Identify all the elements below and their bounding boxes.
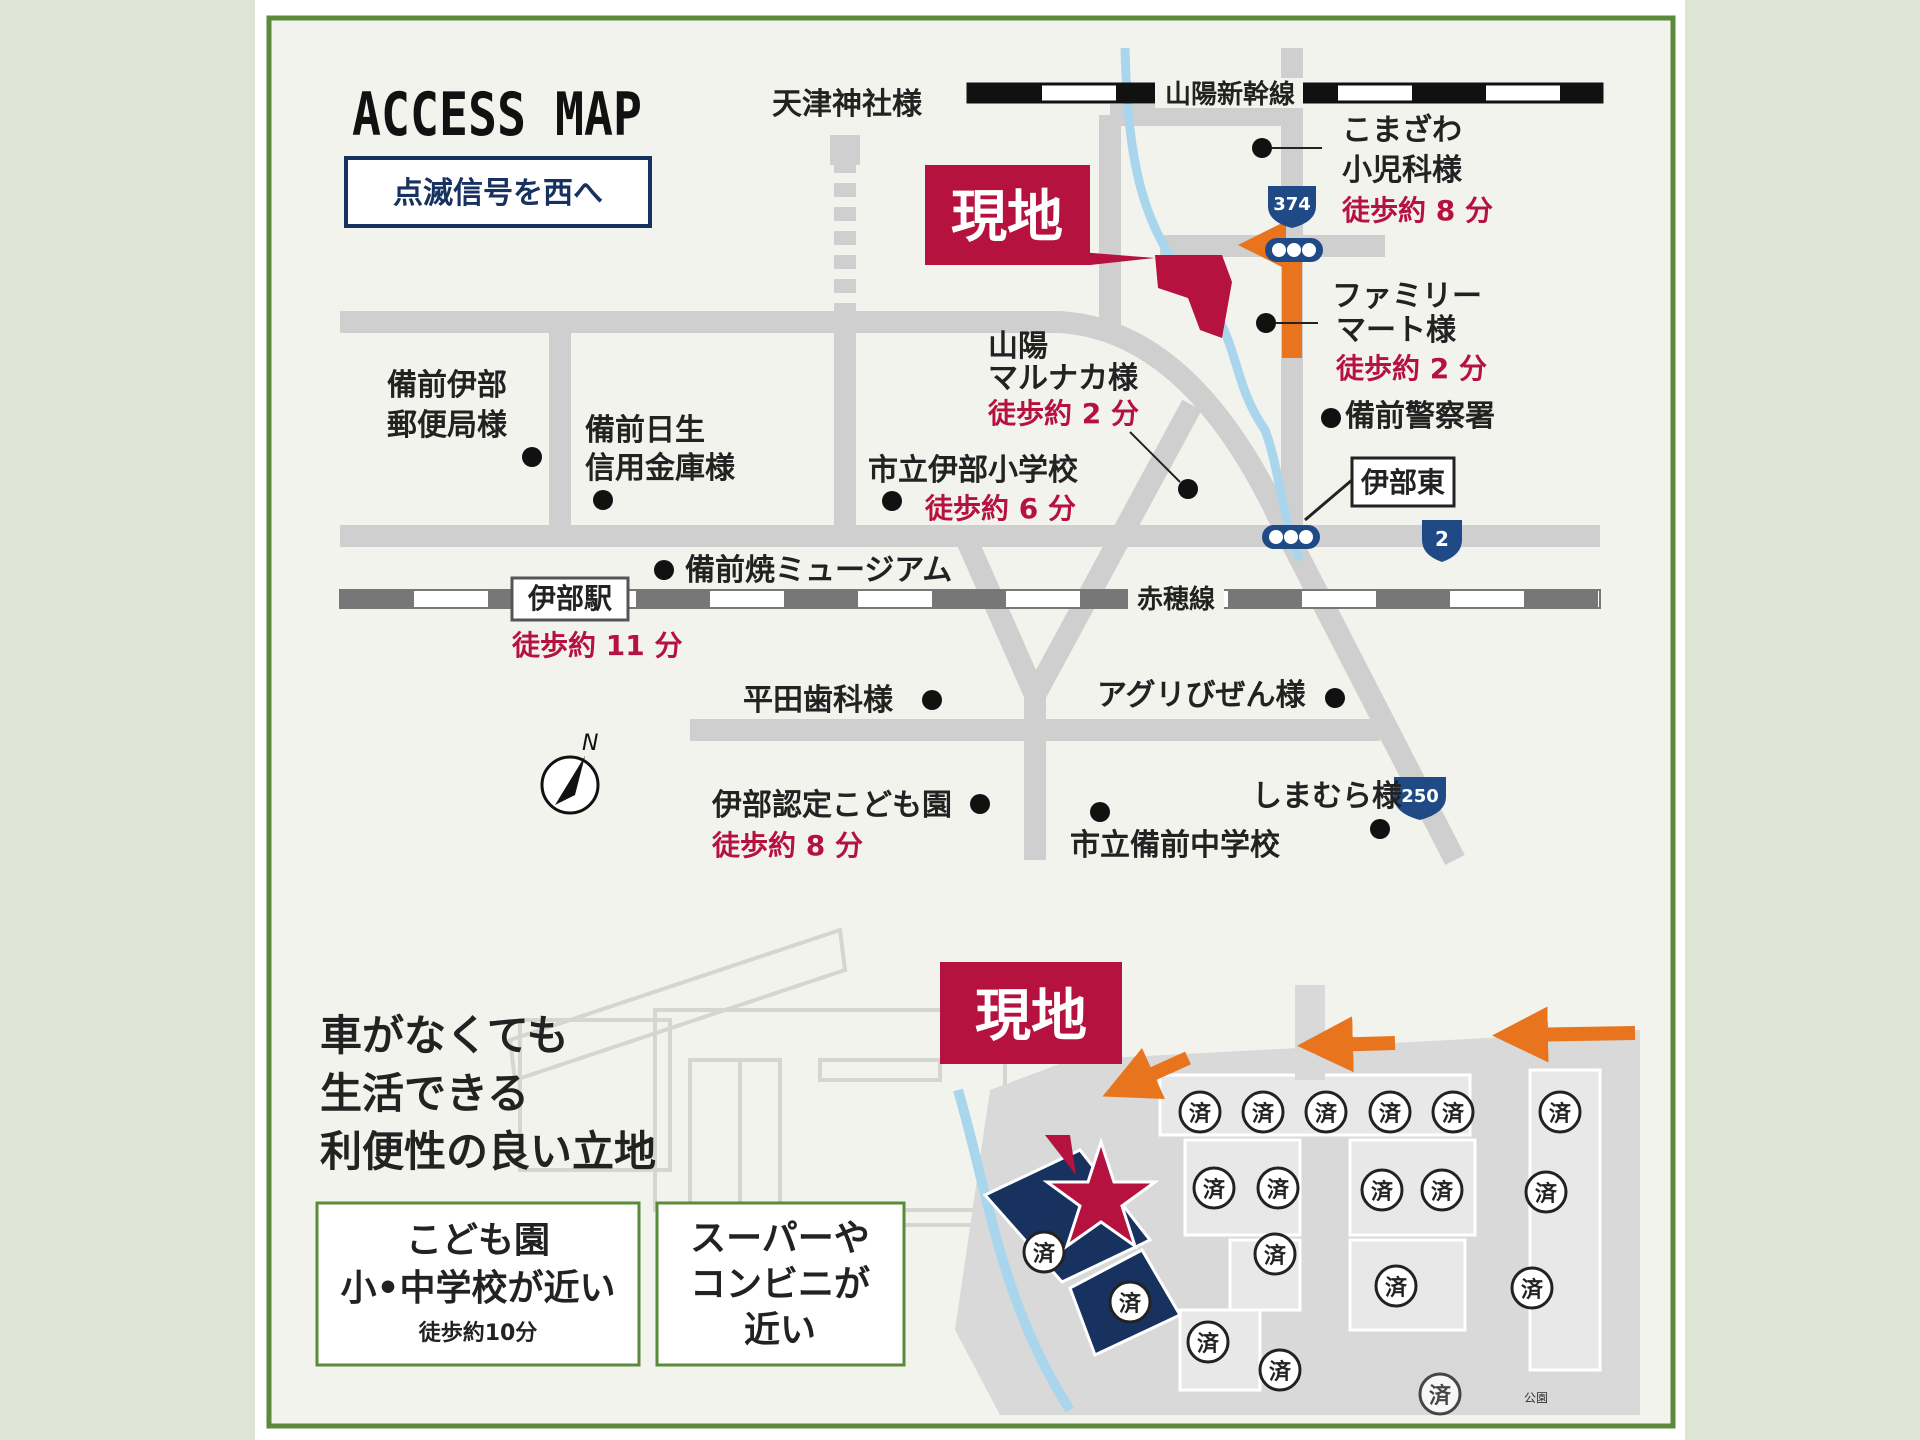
site-star [1042,1137,1160,1250]
landmark-post-office: 備前伊部 郵便局様 [387,368,542,467]
diagonal-road-b [954,531,1046,700]
svg-text:アグリびぜん様: アグリびぜん様 [1097,678,1306,713]
direction-box [344,156,652,228]
svg-text:マルナカ様: マルナカ様 [988,361,1139,396]
svg-text:徒歩約 8 分: 徒歩約 8 分 [711,829,863,862]
svg-text:マート様: マート様 [1336,313,1457,348]
site-label-box-bottom [940,962,1122,1064]
svg-text:コンビニが: コンビニが [690,1264,870,1305]
route-250-shield: 250 [1394,777,1446,820]
main-curved-road [340,311,1465,866]
landmark-agri: アグリびぜん様 [1097,678,1345,713]
svg-text:平田歯科様: 平田歯科様 [743,683,894,718]
ako-line-label: 赤穂線 [1137,584,1215,615]
svg-text:徒歩約 8 分: 徒歩約 8 分 [1341,194,1493,227]
svg-text:250: 250 [1401,786,1439,807]
landmark-komazawa: こまざわ 小児科様 徒歩約 8 分 [1252,113,1493,227]
landmark-marunaka: 山陽 マルナカ様 徒歩約 2 分 [987,329,1198,499]
svg-text:374: 374 [1273,194,1311,215]
svg-text:徒歩約10分: 徒歩約10分 [418,1320,538,1346]
svg-text:徒歩約 6 分: 徒歩約 6 分 [924,492,1076,525]
landmark-amatsu: 天津神社様 [772,87,923,165]
svg-text:生活できる: 生活できる [320,1069,529,1118]
signal-inbe-east [1262,525,1320,549]
landmark-kodomoen: 伊部認定こども園 徒歩約 8 分 [711,788,990,862]
landmark-shimamura: しまむら様 [1252,779,1403,839]
feature-box-shops: スーパーや コンビニが 近い [655,1201,906,1367]
svg-text:近い: 近い [744,1310,816,1351]
svg-text:利便性の良い立地: 利便性の良い立地 [320,1127,656,1176]
shinkansen-label: 山陽新幹線 [1165,79,1295,110]
svg-text:備前日生: 備前日生 [585,413,705,448]
site-label: 現地 [951,185,1063,250]
river [1120,47,1305,562]
svg-text:徒歩約 11 分: 徒歩約 11 分 [511,629,682,662]
orange-route-arrows [1102,1006,1636,1100]
svg-text:市立備前中学校: 市立備前中学校 [1070,828,1280,863]
landmark-familymart: ファミリー マート様 徒歩約 2 分 [1256,279,1487,385]
landmark-museum: 備前焼ミュージアム [654,553,952,588]
svg-text:しまむら様: しまむら様 [1252,779,1403,814]
svg-text:こまざわ: こまざわ [1342,113,1462,148]
svg-text:伊部認定こども園: 伊部認定こども園 [711,788,952,823]
svg-text:車がなくても: 車がなくても [320,1011,569,1060]
landmark-junior-high: 市立備前中学校 [1070,802,1280,863]
svg-text:2: 2 [1435,527,1449,551]
svg-text:郵便局様: 郵便局様 [387,408,508,443]
landmark-police: 備前警察署 [1321,399,1495,434]
svg-text:備前焼ミュージアム: 備前焼ミュージアム [685,553,952,588]
svg-text:N: N [582,731,598,756]
svg-text:伊部駅: 伊部駅 [527,582,612,615]
svg-text:スーパーや: スーパーや [690,1218,870,1259]
signal-name-box [1350,456,1456,508]
svg-text:小•中学校が近い: 小•中学校が近い [340,1267,615,1309]
sold-marks: 済 [1022,1090,1582,1416]
landmark-inbe-school: 市立伊部小学校 徒歩約 6 分 [868,453,1078,525]
signal-name: 伊部東 [1360,466,1445,499]
svg-text:済: 済 [1189,1101,1212,1127]
svg-text:山陽: 山陽 [988,329,1048,364]
svg-text:ファミリー: ファミリー [1332,279,1482,314]
svg-text:市立伊部小学校: 市立伊部小学校 [868,453,1078,488]
route-374-shield: 374 [1268,186,1316,228]
tagline: 車がなくても 生活できる 利便性の良い立地 [320,1011,656,1176]
plan-river [953,1088,1075,1413]
map-title: ACCESS MAP [352,80,642,150]
landmark-shinkin: 備前日生 信用金庫様 [585,413,736,510]
feature-box-schools: こども園 小•中学校が近い 徒歩約10分 [315,1201,641,1367]
svg-text:小児科様: 小児科様 [1342,153,1463,188]
svg-text:天津神社様: 天津神社様 [772,87,923,122]
site-parcel [1155,255,1232,338]
direction-text: 点滅信号を西へ [393,176,603,211]
svg-text:こども園: こども園 [406,1220,550,1261]
site-pointer-bottom [1045,1135,1076,1175]
park-label: 公園 [1524,1391,1548,1405]
site-label-bottom: 現地 [975,984,1087,1049]
north-arrow: N [540,731,600,815]
svg-text:備前警察署: 備前警察署 [1345,399,1495,434]
svg-text:信用金庫様: 信用金庫様 [585,451,736,486]
svg-text:徒歩約 2 分: 徒歩約 2 分 [1335,352,1487,385]
landmark-hirata: 平田歯科様 [743,683,942,718]
station-inbe: 伊部駅 徒歩約 11 分 [510,576,682,662]
diagonal-road-a [1025,399,1202,701]
svg-text:徒歩約 2 分: 徒歩約 2 分 [987,397,1139,430]
signal-north [1265,238,1323,262]
route-2-shield: 2 [1422,520,1462,562]
site-label-box [925,165,1090,265]
svg-text:備前伊部: 備前伊部 [387,368,507,403]
road-network [340,48,1600,866]
